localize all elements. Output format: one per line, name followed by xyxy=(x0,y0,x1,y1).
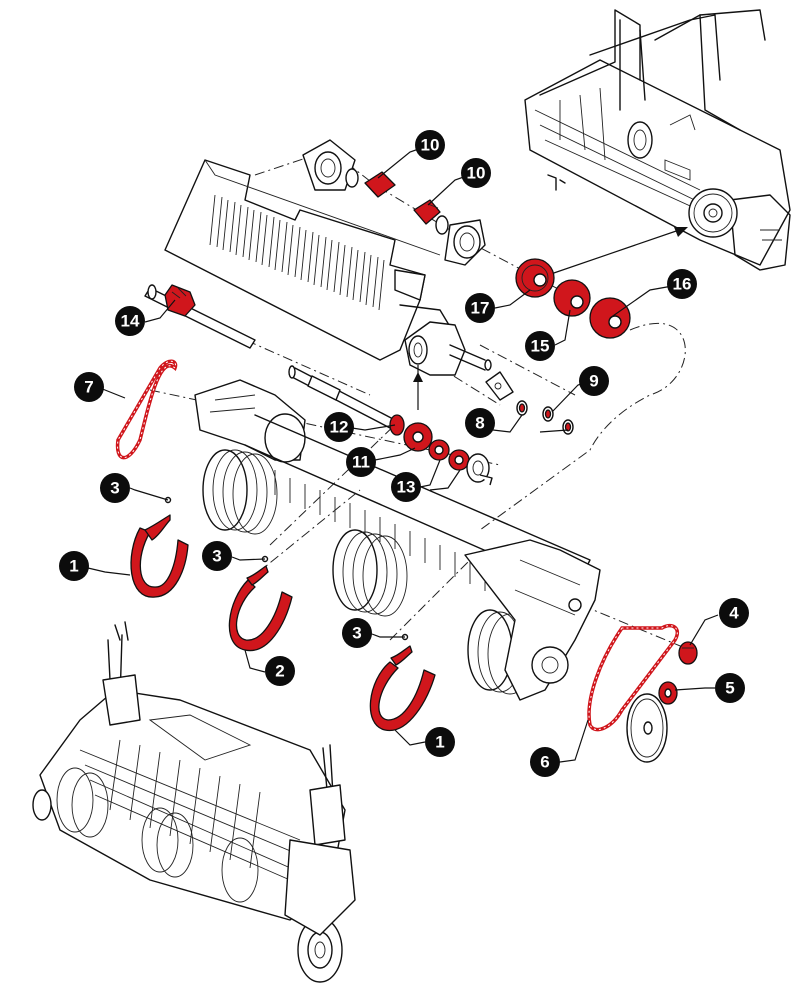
part-1-band-right xyxy=(369,645,436,731)
callout-10b[interactable]: 10 xyxy=(461,158,491,188)
callout-4[interactable]: 4 xyxy=(719,598,749,628)
pickup-cam-housing xyxy=(164,159,456,361)
callout-label: 15 xyxy=(531,337,550,356)
callout-3b[interactable]: 3 xyxy=(202,541,232,571)
drive-gearbox xyxy=(404,321,492,410)
callout-label: 6 xyxy=(540,753,549,772)
callout-label: 3 xyxy=(212,547,221,566)
callout-2[interactable]: 2 xyxy=(265,656,295,686)
cam-fingers xyxy=(209,194,385,311)
callout-label: 2 xyxy=(275,662,284,681)
sprocket-inset xyxy=(688,188,738,238)
callout-9[interactable]: 9 xyxy=(579,366,609,396)
sprocket-14-gear xyxy=(164,284,196,317)
tine-bar-teeth xyxy=(274,470,501,598)
callout-5[interactable]: 5 xyxy=(715,673,745,703)
part-8-9-washers xyxy=(516,400,574,435)
callout-3c[interactable]: 3 xyxy=(342,618,372,648)
reel-discs-left xyxy=(202,449,278,535)
callout-17[interactable]: 17 xyxy=(465,293,495,323)
callout-12[interactable]: 12 xyxy=(324,412,354,442)
overview-reel-discs xyxy=(56,767,259,903)
callout-6[interactable]: 6 xyxy=(530,747,560,777)
part-10-red-plates xyxy=(364,171,441,225)
callout-label: 16 xyxy=(673,275,692,294)
callout-label: 9 xyxy=(589,372,598,391)
bearing-plate-left xyxy=(302,139,359,191)
part-4-sprocket xyxy=(678,641,698,665)
flange-hub xyxy=(466,453,493,486)
callout-label: 10 xyxy=(421,136,440,155)
right-side-housing xyxy=(464,539,601,701)
callout-7[interactable]: 7 xyxy=(74,372,104,402)
part-11-sprocket xyxy=(403,422,433,452)
overview-wheel xyxy=(32,789,343,983)
bearing-plate-right xyxy=(435,215,486,266)
callout-label: 8 xyxy=(475,414,484,433)
callout-label: 3 xyxy=(352,624,361,643)
pickup-reel xyxy=(194,379,601,701)
pickup-overview xyxy=(32,621,356,983)
part-13-sprockets xyxy=(428,439,470,471)
sprocket-15 xyxy=(553,279,591,317)
callout-label: 7 xyxy=(84,378,93,397)
callout-14[interactable]: 14 xyxy=(115,306,145,336)
callout-label: 5 xyxy=(725,679,734,698)
callout-13[interactable]: 13 xyxy=(391,472,421,502)
part-7-chain xyxy=(115,359,178,460)
callout-label: 1 xyxy=(435,733,444,752)
callout-8[interactable]: 8 xyxy=(465,408,495,438)
callout-1a[interactable]: 1 xyxy=(59,551,89,581)
overview-tines xyxy=(79,714,301,881)
baler-frame-inset xyxy=(524,9,791,271)
callout-11[interactable]: 11 xyxy=(346,447,376,477)
large-sprocket xyxy=(626,693,668,763)
callout-label: 14 xyxy=(121,312,140,331)
callout-3a[interactable]: 3 xyxy=(100,473,130,503)
callout-label: 10 xyxy=(467,164,486,183)
sprocket-17 xyxy=(515,258,555,298)
part-1-band-left xyxy=(130,514,189,598)
part-12-bushing xyxy=(389,414,405,436)
callout-label: 3 xyxy=(110,479,119,498)
callout-15[interactable]: 15 xyxy=(525,331,555,361)
callout-label: 12 xyxy=(330,418,349,437)
callout-10a[interactable]: 10 xyxy=(415,130,445,160)
callout-label: 11 xyxy=(352,453,370,472)
shaft-bracket xyxy=(485,371,514,401)
callout-label: 13 xyxy=(397,478,416,497)
part-2-band xyxy=(228,565,293,652)
part-5-bushing xyxy=(658,681,678,705)
part-6-chain xyxy=(587,623,680,732)
callout-label: 1 xyxy=(69,557,78,576)
callout-label: 17 xyxy=(471,299,490,318)
callout-1b[interactable]: 1 xyxy=(425,727,455,757)
inset-pointer-arrow xyxy=(547,227,688,276)
callout-label: 4 xyxy=(729,604,739,623)
callout-16[interactable]: 16 xyxy=(667,269,697,299)
reel-discs-middle xyxy=(332,529,408,617)
